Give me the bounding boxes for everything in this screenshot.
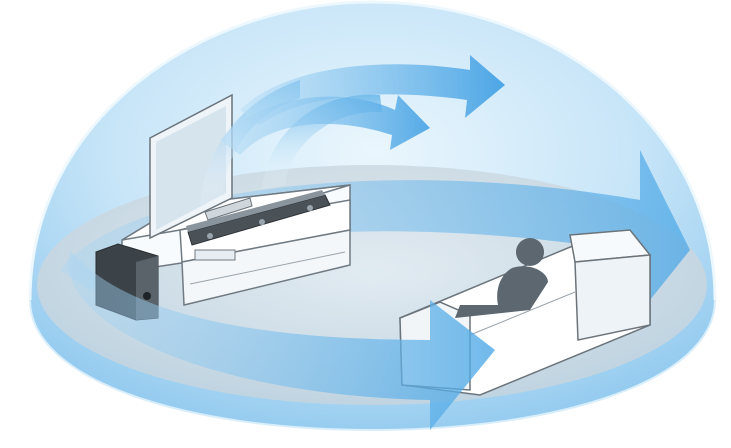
sound-wave-arrow-overhead-2	[220, 95, 430, 155]
soundbar-icon	[186, 190, 331, 246]
listener-icon	[455, 238, 548, 318]
surround-ring-front	[68, 250, 495, 430]
surround-ring-back	[60, 150, 690, 300]
sound-wave-arrow-icon	[240, 55, 505, 125]
dome-outline	[28, 0, 717, 301]
